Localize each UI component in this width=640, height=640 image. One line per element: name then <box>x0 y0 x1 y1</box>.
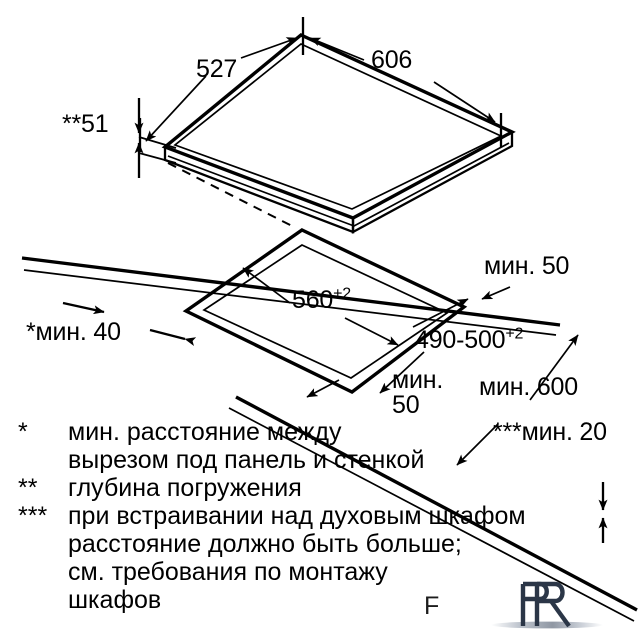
hob-isometric <box>161 33 516 234</box>
legend-note-1: * мин. расстояние между вырезом под пане… <box>18 418 488 474</box>
dim-560-leader-left <box>242 267 291 304</box>
dim-min600-arrow-upper <box>529 334 579 401</box>
legend-note-2-line-1: глубина погружения <box>68 474 302 502</box>
worktop-cutout <box>182 228 468 394</box>
legend-note-3-body: при встраивании над духовым шкафом расст… <box>68 502 526 614</box>
pr-watermark-logo <box>487 578 607 636</box>
cutout-inner-rect <box>202 244 449 379</box>
dim-min50-front-arrow <box>306 379 340 398</box>
dim-606-leader-left <box>309 37 365 61</box>
label-min-50-rear: мин. 50 <box>484 252 570 280</box>
hob-right-side-wall <box>351 132 514 234</box>
dim-606-leader-right <box>433 81 496 123</box>
stray-character: F <box>424 592 440 620</box>
legend-note-1-line-2: вырезом под панель и стенкой <box>68 446 425 474</box>
hob-top-bevel <box>173 43 503 210</box>
legend-note-3-line-3: см. требования по монтажу <box>68 558 388 586</box>
dim-51-witness-upper <box>138 136 177 149</box>
dim-min40-arrow-right <box>62 301 105 315</box>
dim-min600-arrow-lower <box>456 423 499 466</box>
dim-527-leader-lower <box>145 75 207 142</box>
pr-watermark-svg <box>491 581 603 629</box>
cutout-outer-rect <box>182 228 468 394</box>
label-cutout-depth: 490-500+2 <box>415 325 524 354</box>
dimension-490-500 <box>379 298 469 394</box>
legend-note-3: *** при встраивании над духовым шкафом р… <box>18 502 526 614</box>
legend-note-3-marker: *** <box>18 502 48 530</box>
label-min-20-below: ***мин. 20 <box>493 418 607 446</box>
cutout-width-tolerance: +2 <box>333 285 351 303</box>
dimension-min-600 <box>456 334 579 466</box>
dim-560-leader-right <box>344 317 399 346</box>
legend-note-1-marker: * <box>18 418 28 446</box>
dim-51-witness-lower <box>138 152 177 164</box>
label-immersion-depth: **51 <box>62 110 109 138</box>
worktop-surface <box>21 256 638 622</box>
dim-527-leader-upper <box>240 37 298 59</box>
dimension-min-50-front <box>306 379 340 398</box>
dim-min40-arrow-left <box>149 328 197 346</box>
legend-note-2-body: глубина погружения <box>68 474 488 502</box>
projection-dashed-line <box>167 162 297 229</box>
legend-notes: * мин. расстояние между вырезом под пане… <box>18 418 526 614</box>
hob-bottom-rim <box>167 142 510 227</box>
label-min-600-depth: мин. 600 <box>479 373 578 401</box>
legend-note-1-body: мин. расстояние между вырезом под панель… <box>68 418 488 474</box>
cutout-depth-value: 490-500 <box>415 326 506 354</box>
cutout-width-value: 560 <box>292 286 334 314</box>
legend-note-3-line-4: шкафов <box>68 586 162 614</box>
label-hob-depth: 527 <box>196 55 238 83</box>
watermark-reflection <box>491 621 603 629</box>
watermark-letter-r <box>534 581 571 628</box>
label-cutout-width: 560+2 <box>292 285 351 314</box>
dimension-560 <box>242 267 399 346</box>
label-min-50-front-line1: мин. <box>392 366 444 394</box>
dimension-51 <box>134 98 177 178</box>
legend-note-2-marker: ** <box>18 474 38 502</box>
dim-490-leader-upper <box>412 298 469 328</box>
label-min-40-wall: *мин. 40 <box>26 318 121 346</box>
dimension-606 <box>301 17 503 147</box>
legend-note-3-line-1: при встраивании над духовым шкафом <box>68 502 526 530</box>
label-hob-width: 606 <box>371 46 413 74</box>
dim-min50-rear-arrow <box>481 286 511 300</box>
cutout-depth-tolerance: +2 <box>505 325 524 343</box>
legend-note-1-line-1: мин. расстояние между <box>68 418 342 446</box>
worktop-front-edge-top <box>235 395 638 612</box>
dimension-min-40 <box>62 301 197 346</box>
worktop-front-edge-bottom <box>228 407 635 622</box>
worktop-rear-edge-top <box>21 256 561 327</box>
legend-note-3-line-2: расстояние должно быть больше; <box>68 530 462 558</box>
legend-note-2: ** глубина погружения <box>18 474 488 502</box>
label-min-50-front-line2: 50 <box>392 391 420 419</box>
dimension-min-50-rear <box>481 286 511 300</box>
dim-490-leader-lower <box>379 351 425 394</box>
